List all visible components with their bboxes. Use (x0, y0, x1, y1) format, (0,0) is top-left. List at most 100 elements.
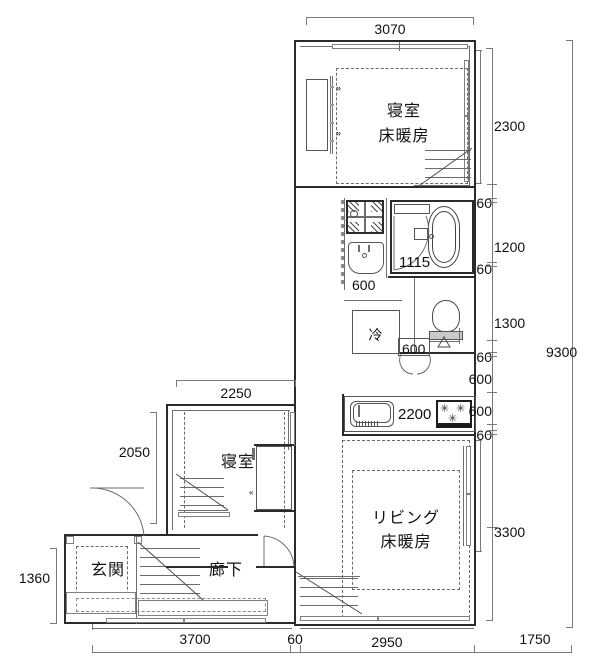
wall-south-west-block (64, 622, 296, 624)
wall-entrance-left (64, 534, 66, 624)
bathroom-door-swing (393, 215, 430, 271)
room-label-entrance: 玄関 (90, 562, 125, 579)
wall-toilet-south (412, 352, 474, 354)
dim-line-3300 (480, 440, 481, 552)
window-bedroom-west-frame (288, 410, 289, 450)
dim-tick (486, 620, 493, 621)
faucet-icon (358, 245, 360, 252)
dim-tick (474, 645, 475, 653)
dim-right-600-a: 600 (468, 371, 492, 387)
inner-wall-line (469, 46, 470, 186)
dim-right-60-b: 60 (476, 261, 492, 277)
wall-bedroom-south-east (392, 186, 474, 188)
dim-right-600-b: 600 (468, 403, 492, 419)
dim-right-3300: 3300 (494, 524, 526, 540)
wall-closet-top (254, 444, 294, 446)
dim-tick (92, 645, 93, 653)
wall-west-wing-left-upper (166, 404, 168, 536)
window-hinge (330, 104, 334, 106)
dim-right-2300: 2300 (494, 118, 526, 134)
dim-tick (487, 424, 497, 425)
refrigerator (352, 310, 400, 354)
staircase-living-edge (298, 576, 360, 577)
fixture-label-toilet-door: 600 (402, 341, 426, 357)
entrance-post (66, 536, 74, 544)
window-open-marker: » (336, 128, 342, 138)
window-hinge (330, 122, 334, 124)
dim-tick (487, 266, 497, 267)
window-bedroom-west-east (290, 412, 295, 446)
dim-tick (487, 434, 497, 435)
fixture-label-kitchen: 2200 (398, 406, 432, 423)
staircase-corridor-treads (140, 548, 200, 604)
wall-bedroom-west-south (166, 534, 258, 536)
wall-west-wing-top (166, 404, 296, 406)
stove-burner-icon: ✳ (448, 413, 458, 425)
dim-tick (486, 48, 493, 49)
dim-tick (487, 198, 497, 199)
dim-bottom-60: 60 (287, 631, 303, 647)
stove-burner-icon: ✳ (456, 403, 466, 415)
dim-tick (150, 523, 157, 524)
kitchen-counter (344, 396, 476, 432)
floor-heating-zone-bedroom-north (336, 68, 468, 184)
entrance-step-platform (66, 592, 136, 614)
wall-north-top (294, 40, 476, 42)
bath-control-panel (414, 228, 428, 240)
toilet-pedestal-icon (437, 336, 451, 348)
dim-line-9300 (572, 40, 573, 628)
washer-pan-hatch (371, 222, 382, 232)
window-frame-line (332, 76, 333, 154)
wall-entrance-top (64, 534, 168, 536)
entrance-door-swing (89, 487, 145, 537)
sliding-door-west-south-left (106, 618, 184, 623)
wall-south-east-block (294, 624, 476, 626)
dim-tick (476, 440, 482, 441)
dim-right-1300: 1300 (494, 315, 526, 331)
dim-tick (150, 412, 157, 413)
dim-line-2250 (176, 380, 296, 381)
window-mullion (399, 42, 400, 51)
wall-entrance-right (136, 536, 137, 624)
window-living-frame (463, 446, 464, 546)
dim-tick (306, 17, 307, 25)
staircase-north-diagonal (415, 147, 473, 189)
dim-tick (571, 645, 572, 653)
kitchen-sink (350, 401, 394, 427)
washer-pan-hatch (348, 202, 359, 212)
inner-wall-bedroom-west-left (172, 410, 173, 530)
window-north (332, 44, 468, 49)
dim-tick (566, 627, 573, 628)
dim-tick (295, 380, 296, 387)
wall-corridor-east (256, 566, 296, 568)
window-frame-line (330, 76, 331, 154)
bay-window-west (306, 79, 328, 151)
dim-tick (50, 623, 57, 624)
bathtub-inner (432, 211, 456, 263)
door-600-frame (398, 338, 430, 356)
washer-pan (346, 200, 384, 234)
door-600-swing (399, 353, 431, 375)
dim-tick (290, 645, 291, 653)
dim-right-total-9300: 9300 (546, 344, 578, 360)
dim-right-60-d: 60 (476, 427, 492, 443)
bath-drain-icon (429, 234, 434, 239)
faucet-icon (368, 245, 370, 252)
dim-line-top-3070 (306, 17, 474, 18)
bathroom-unit (390, 200, 474, 274)
dim-tick (487, 340, 497, 341)
wall-bath-south (388, 276, 474, 278)
wall-east (474, 40, 476, 626)
label-backplate (349, 275, 385, 289)
staircase-north-edge (414, 185, 470, 186)
dim-tick (476, 551, 482, 552)
kitchen-faucet-icon (358, 405, 360, 417)
alcove-line (344, 300, 402, 301)
dim-chain-bottom (92, 652, 572, 653)
sliding-door-living-south-right (378, 616, 470, 621)
dim-bottom-2950: 2950 (371, 634, 403, 650)
room-label-bedroom-west: 寝室 (220, 454, 255, 471)
wall-closet-bottom (254, 510, 294, 512)
closet-dash-left (184, 412, 185, 528)
washer-pan-hatch (371, 202, 382, 212)
